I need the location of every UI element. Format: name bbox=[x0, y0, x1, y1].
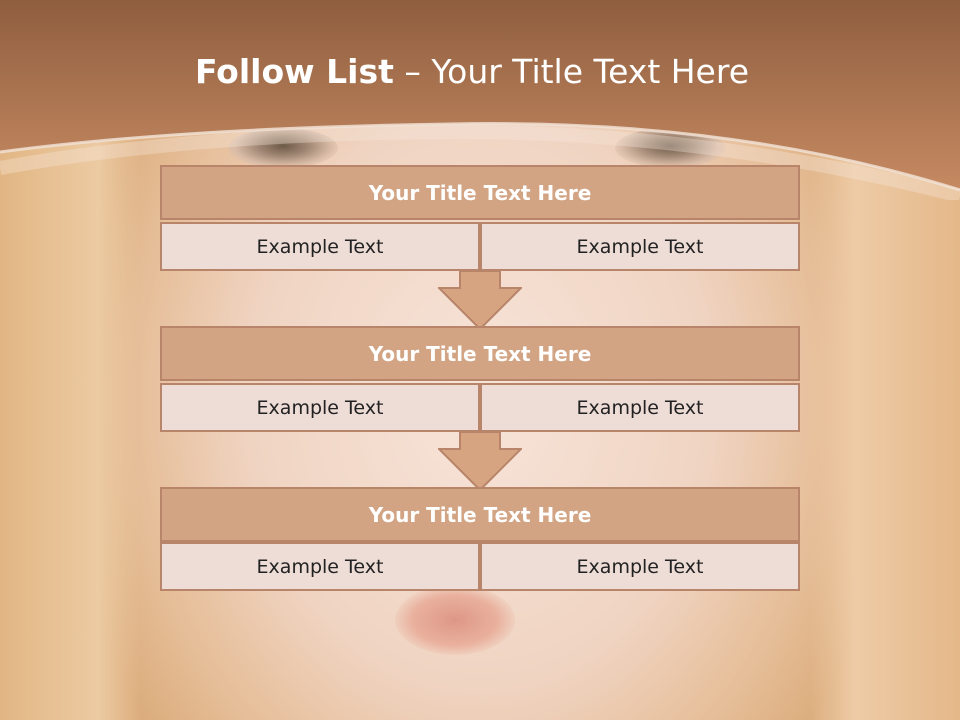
slide-title-rest: – Your Title Text Here bbox=[404, 52, 750, 91]
header-band bbox=[0, 0, 960, 200]
step-cell-left: Example Text bbox=[160, 383, 480, 432]
step-title: Your Title Text Here bbox=[160, 487, 800, 542]
background-eye-left bbox=[228, 128, 338, 168]
down-arrow-icon bbox=[438, 431, 522, 491]
background-food-left bbox=[0, 120, 140, 720]
background-lips bbox=[395, 585, 515, 655]
slide-title-bold: Follow List bbox=[194, 52, 394, 91]
step-box-2: Your Title Text Here Example Text Exampl… bbox=[160, 326, 800, 432]
step-title: Your Title Text Here bbox=[160, 165, 800, 220]
step-cell-right: Example Text bbox=[480, 542, 800, 591]
step-box-1: Your Title Text Here Example Text Exampl… bbox=[160, 165, 800, 271]
step-cell-right: Example Text bbox=[480, 383, 800, 432]
step-cell-left: Example Text bbox=[160, 542, 480, 591]
step-box-3: Your Title Text Here Example Text Exampl… bbox=[160, 487, 800, 592]
down-arrow-icon bbox=[438, 270, 522, 330]
step-title: Your Title Text Here bbox=[160, 326, 800, 381]
step-cell-right: Example Text bbox=[480, 222, 800, 271]
slide-title: Follow List – Your Title Text Here bbox=[0, 52, 944, 91]
step-cell-left: Example Text bbox=[160, 222, 480, 271]
background-food-right bbox=[810, 120, 960, 720]
